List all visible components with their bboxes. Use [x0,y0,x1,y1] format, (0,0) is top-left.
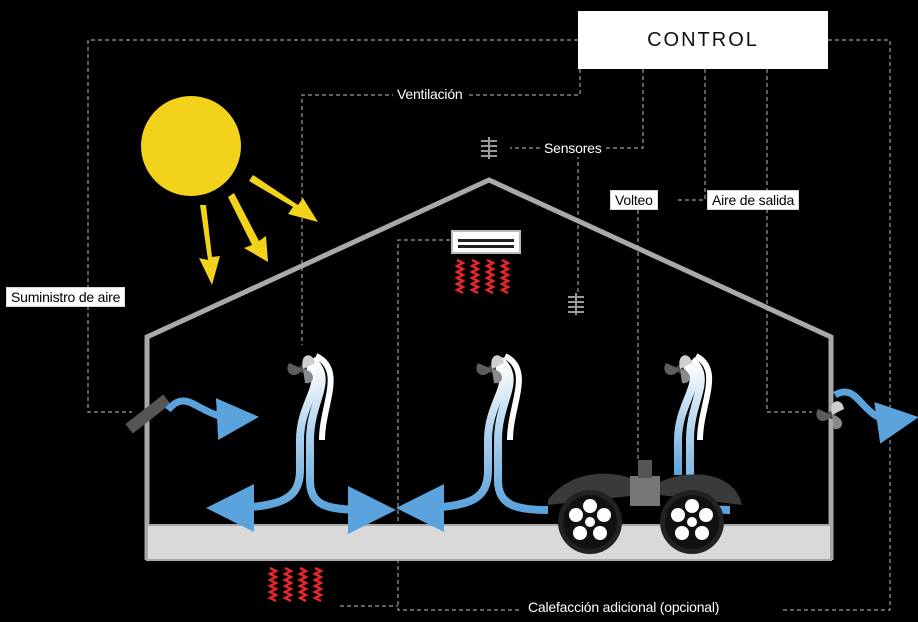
compost-floor [146,524,832,561]
label-additional-heating: Calefacción adicional (opcional) [524,598,724,616]
floor-heater-coils [268,566,323,603]
airflow-group-2 [396,353,549,532]
label-ventilation: Ventilación [393,85,467,103]
sensor-icon [481,137,497,159]
label-turning: Volteo [610,190,658,210]
air-supply-arrow [165,397,259,441]
label-air-supply: Suministro de aire [6,287,126,307]
sun-rays [199,175,318,285]
sun-icon [141,96,241,196]
label-sensors: Sensores [540,139,606,157]
exhaust-arrow [833,388,918,444]
airflow-group-1 [206,353,396,534]
ceiling-heater-coils [455,258,510,295]
air-inlet-flap [125,394,171,434]
sensor-icon-lower [568,293,584,315]
label-exhaust-air: Aire de salida [707,190,800,210]
control-box: CONTROL [578,11,828,69]
turning-machine [548,460,742,554]
